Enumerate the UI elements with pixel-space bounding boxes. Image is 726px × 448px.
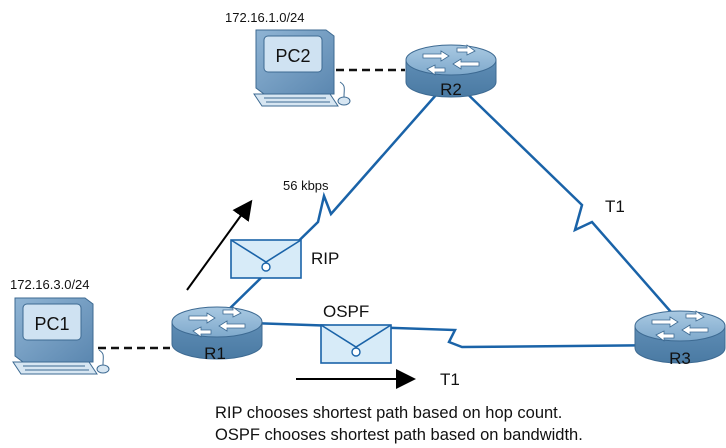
pc1[interactable]: PC1	[12, 297, 110, 375]
pc1-network-label: 172.16.3.0/24	[10, 277, 90, 292]
link-r1-r3-bandwidth-label: T1	[440, 370, 460, 389]
link-r2-r3-bandwidth-label: T1	[605, 197, 625, 216]
ospf-update-envelope-icon	[320, 324, 392, 364]
router-r2-label: R2	[440, 80, 462, 99]
rip-update-envelope-icon	[230, 239, 302, 279]
rip-direction-arrow	[186, 199, 253, 291]
link-r1-r3	[219, 320, 679, 349]
pc1-label: PC1	[34, 314, 69, 334]
router-r3-label: R3	[669, 349, 691, 368]
caption-line-1: RIP chooses shortest path based on hop c…	[215, 404, 562, 422]
router-r2[interactable]: R2	[405, 44, 497, 99]
router-r3[interactable]: R3	[634, 310, 726, 368]
ospf-label: OSPF	[323, 302, 369, 321]
router-r1[interactable]: R1	[171, 306, 263, 363]
pc2[interactable]: PC2	[253, 29, 351, 107]
link-r1-r2	[219, 77, 452, 319]
link-r1-r2-bandwidth-label: 56 kbps	[283, 178, 329, 193]
link-r2-r3	[450, 77, 679, 321]
pc2-label: PC2	[275, 46, 310, 66]
rip-label: RIP	[311, 249, 339, 268]
pc2-network-label: 172.16.1.0/24	[225, 10, 305, 25]
caption-line-2: OSPF chooses shortest path based on band…	[215, 426, 583, 444]
router-r1-label: R1	[204, 344, 226, 363]
